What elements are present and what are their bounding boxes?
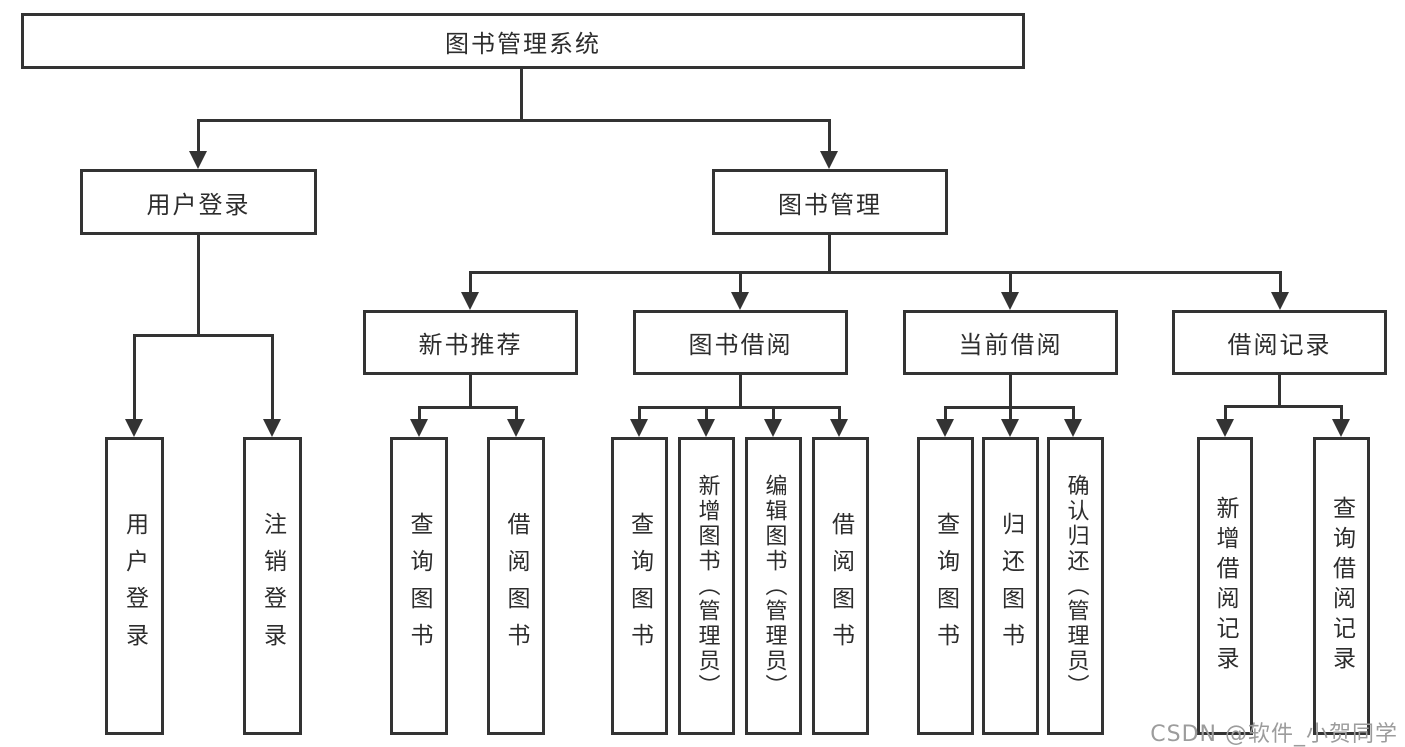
- arrow-down-icon: [936, 419, 954, 437]
- arrow-down-icon: [507, 419, 525, 437]
- node-book-management: 图书管理: [712, 169, 948, 235]
- connector-stem: [944, 406, 947, 420]
- leaf-return-books: 归还图书: [982, 437, 1039, 735]
- connector-userlogin-bar: [133, 334, 274, 337]
- leaf-label: 注销登录: [259, 512, 286, 660]
- arrow-down-icon: [764, 419, 782, 437]
- leaf-query-books: 查询图书: [917, 437, 974, 735]
- node-user-login: 用户登录: [80, 169, 317, 235]
- leaf-user-login: 用户登录: [105, 437, 164, 735]
- arrow-down-icon: [1332, 419, 1350, 437]
- connector-stem: [828, 119, 831, 153]
- connector-stub: [1278, 375, 1281, 405]
- leaf-edit-books-admin: 编辑图书（管理员）: [745, 437, 802, 735]
- arrow-down-icon: [731, 292, 749, 310]
- connector-stem: [1224, 405, 1227, 420]
- node-current-borrowing: 当前借阅: [903, 310, 1118, 375]
- connector-stem: [1072, 406, 1075, 420]
- leaf-label: 归还图书: [997, 512, 1024, 660]
- connector-bookmgmt-bar: [469, 271, 1282, 274]
- connector-stem: [133, 334, 136, 420]
- node-label: 当前借阅: [958, 331, 1063, 359]
- node-label: 图书借阅: [688, 331, 793, 359]
- leaf-label: 确认归还（管理员）: [1063, 473, 1089, 699]
- leaf-label: 借阅图书: [503, 512, 529, 660]
- connector-stem: [197, 119, 200, 153]
- connector-stem: [1340, 405, 1343, 420]
- connector-bar: [418, 406, 518, 409]
- connector-root-stub: [520, 69, 523, 119]
- connector-stem: [1279, 271, 1282, 293]
- node-borrowing-records: 借阅记录: [1172, 310, 1387, 375]
- arrow-down-icon: [461, 292, 479, 310]
- arrow-down-icon: [697, 419, 715, 437]
- leaf-borrow-books: 借阅图书: [812, 437, 869, 735]
- leaf-borrow-books: 借阅图书: [487, 437, 545, 735]
- arrow-down-icon: [189, 151, 207, 169]
- arrow-down-icon: [1064, 419, 1082, 437]
- leaf-label: 查询图书: [932, 512, 959, 660]
- connector-stem: [418, 406, 421, 420]
- node-label: 用户登录: [146, 190, 251, 219]
- connector-stem: [705, 406, 708, 420]
- arrow-down-icon: [263, 419, 281, 437]
- leaf-add-books-admin: 新增图书（管理员）: [678, 437, 735, 735]
- node-new-book-recommend: 新书推荐: [363, 310, 578, 375]
- connector-bar: [1224, 405, 1342, 408]
- leaf-label: 借阅图书: [827, 512, 854, 660]
- arrow-down-icon: [830, 419, 848, 437]
- connector-stem: [1009, 406, 1012, 420]
- leaf-label: 新增图书（管理员）: [694, 473, 720, 699]
- connector-stem: [1009, 271, 1012, 293]
- connector-userlogin-stub: [197, 235, 200, 334]
- leaf-label: 查询图书: [406, 512, 432, 660]
- arrow-down-icon: [1001, 292, 1019, 310]
- arrow-down-icon: [1271, 292, 1289, 310]
- leaf-label: 编辑图书（管理员）: [761, 473, 787, 699]
- leaf-logout: 注销登录: [243, 437, 302, 735]
- connector-root-bar: [197, 119, 831, 122]
- leaf-query-borrow-record: 查询借阅记录: [1313, 437, 1370, 735]
- node-label: 新书推荐: [418, 331, 523, 359]
- connector-stub: [739, 375, 742, 406]
- leaf-query-books: 查询图书: [390, 437, 448, 735]
- arrow-down-icon: [410, 419, 428, 437]
- arrow-down-icon: [820, 151, 838, 169]
- csdn-watermark: CSDN @软件_小贺同学: [1150, 722, 1398, 747]
- connector-bookmgmt-stub: [828, 235, 831, 271]
- node-label: 图书管理系统: [445, 29, 601, 58]
- connector-stem: [772, 406, 775, 420]
- node-label: 借阅记录: [1227, 331, 1332, 359]
- connector-stub: [1009, 375, 1012, 406]
- connector-stem: [638, 406, 641, 420]
- connector-stub: [469, 375, 472, 406]
- arrow-down-icon: [125, 419, 143, 437]
- connector-bar: [638, 406, 841, 409]
- arrow-down-icon: [1001, 419, 1019, 437]
- connector-stem: [469, 271, 472, 293]
- node-label: 图书管理: [778, 190, 882, 219]
- connector-stem: [515, 406, 518, 420]
- arrow-down-icon: [1216, 419, 1234, 437]
- leaf-label: 查询借阅记录: [1328, 496, 1355, 676]
- node-book-borrowing: 图书借阅: [633, 310, 848, 375]
- leaf-confirm-return-admin: 确认归还（管理员）: [1047, 437, 1104, 735]
- node-library-management-system: 图书管理系统: [21, 13, 1025, 69]
- leaf-query-books: 查询图书: [611, 437, 668, 735]
- arrow-down-icon: [630, 419, 648, 437]
- connector-stem: [838, 406, 841, 420]
- connector-stem: [739, 271, 742, 293]
- leaf-label: 用户登录: [121, 512, 148, 660]
- leaf-label: 新增借阅记录: [1212, 496, 1238, 676]
- connector-stem: [271, 334, 274, 420]
- leaf-label: 查询图书: [626, 512, 653, 660]
- leaf-add-borrow-record: 新增借阅记录: [1197, 437, 1253, 735]
